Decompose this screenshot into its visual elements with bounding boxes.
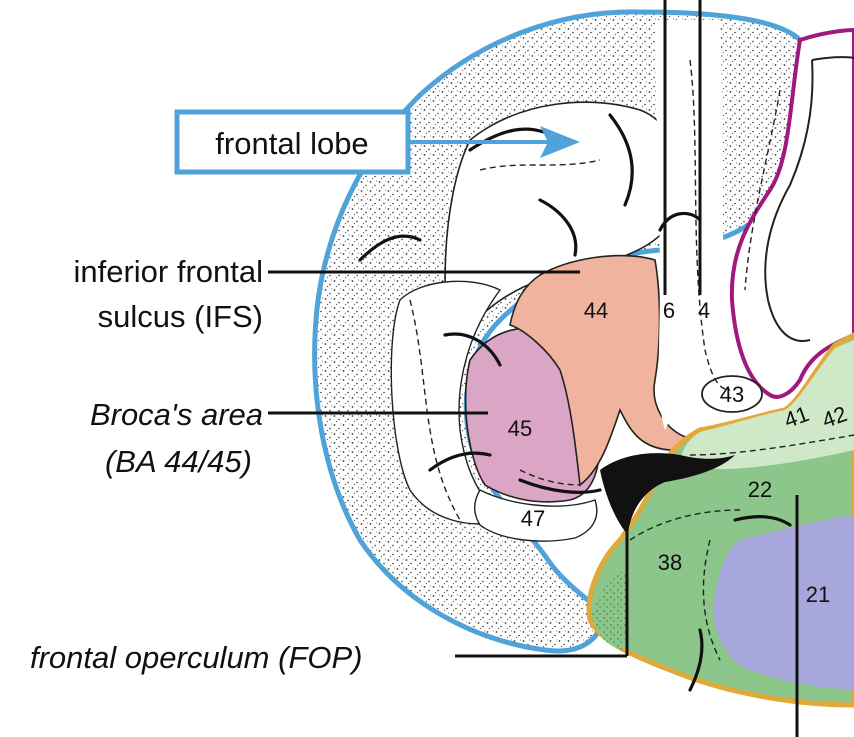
area-45-label: 45 <box>508 416 532 441</box>
ifs-label-line2: sulcus (IFS) <box>98 299 263 334</box>
area-38-label: 38 <box>658 550 682 575</box>
area-44-label: 44 <box>584 298 608 323</box>
area-43-label: 43 <box>720 382 744 407</box>
area-22-label: 22 <box>748 477 772 502</box>
broca-label-line2: (BA 44/45) <box>105 444 252 479</box>
frontal-lobe-label: frontal lobe <box>215 126 368 161</box>
area-4-label: 4 <box>698 298 710 323</box>
area-47-label: 47 <box>521 506 545 531</box>
area-21-label: 21 <box>806 582 830 607</box>
fop-label: frontal operculum (FOP) <box>30 640 363 675</box>
ifs-label-line1: inferior frontal <box>73 254 263 289</box>
broca-label-line1: Broca's area <box>90 397 263 432</box>
area-6-label: 6 <box>663 298 675 323</box>
